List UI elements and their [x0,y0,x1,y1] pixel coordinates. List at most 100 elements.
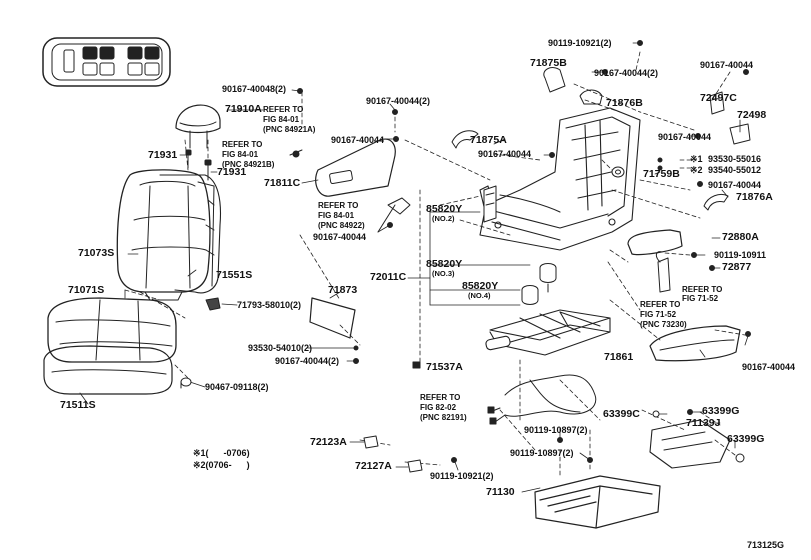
headrest-71910a [175,104,221,149]
part-71130: 71130 [486,486,515,498]
cap-72127a [407,459,423,473]
part-90167-40044-2b: 90167-40044(2) [366,96,431,106]
refer-82191-3: (PNC 82191) [420,413,467,422]
seat-cushion-pad-71511s [43,345,173,395]
refer-82191-2: FIG 82-02 [420,403,457,412]
part-71511s: 71511S [60,399,96,411]
part-85820y-no4-qual: (NO.4) [468,291,491,300]
refer-84921b-3: (PNC 84921B) [222,160,275,169]
seat-adjuster-track [485,309,611,356]
refer-73230-3: (PNC 73230) [640,320,687,329]
part-72880a: 72880A [722,231,759,243]
part-71071s: 71071S [68,284,105,296]
part-90119-10921-top: 90119-10921(2) [548,38,612,48]
part-63399g-2: 63399G [727,433,765,445]
part-90167-40044-tr: 90167-40044 [700,60,754,70]
part-90167-40044-2c: 90167-40044(2) [275,356,340,366]
part-71793-58010: 71793-58010(2) [237,300,302,310]
part-71876b: 71876B [606,97,643,109]
refer-84922-2: FIG 84-01 [318,211,355,220]
tray-71130 [534,475,661,529]
part-72123a: 72123A [310,436,347,448]
cover-71139j [649,410,731,469]
part-85820y-no3: 85820Y [426,258,463,270]
refer-84921a-3: (PNC 84921A) [263,125,316,134]
part-90167-40044-c: 90167-40044 [478,149,532,159]
side-cover-71861 [649,325,741,362]
part-63399c: 63399C [603,408,640,420]
seatback-cover-71073s [116,169,211,301]
part-85820y-no2: 85820Y [426,203,463,215]
hinge-cover-71875b [543,67,566,93]
part-71139j: 71139J [686,417,721,429]
part-90167-40044-m: 90167-40044 [658,132,712,142]
bushing-71759b [611,166,625,178]
part-90167-40044-b: 90167-40044 [742,362,796,372]
part-85820y-no3-qual: (NO.3) [432,269,455,278]
part-93530-55016: 93530-55016 [708,154,762,164]
part-71910a: 71910A [225,103,262,115]
refer-84921a-1: REFER TO [263,105,304,114]
part-90119-10897-a: 90119-10897(2) [524,425,588,435]
part-90167-40044-2a: 90167-40044(2) [594,68,659,78]
part-90119-10911: 90119-10911 [714,250,767,260]
cap-72123a [363,435,379,449]
seat-cushion-cover-71071s [47,297,177,363]
seat-frame-assembly [479,107,641,251]
part-90467-09118: 90467-09118(2) [205,382,269,392]
part-71875a: 71875A [470,134,507,146]
part-71551s: 71551S [216,269,253,281]
part-72498: 72498 [737,109,767,121]
motor-85820y-no2 [483,185,497,223]
refer-82191-1: REFER TO [420,393,461,402]
diagram-code: 713125G [747,540,785,550]
refer-84921a-2: FIG 84-01 [263,115,300,124]
refer-84921b-1: REFER TO [222,140,263,149]
part-71931-a: 71931 [148,149,178,161]
part-90167-40048: 90167-40048(2) [222,84,287,94]
part-90167-40044-r: 90167-40044 [331,135,385,145]
refer-73230-2: FIG 71-52 [640,310,677,319]
headrest-guide-71931 [185,149,212,181]
bracket-72497c [709,91,725,115]
part-72127a: 72127A [355,460,392,472]
bracket-72498 [729,123,751,145]
part-71873: 71873 [328,284,358,296]
part-85820y-no2-qual: (NO.2) [432,214,455,223]
hinge-cover-71876a [703,193,729,211]
wire-harness [487,374,597,425]
refer-71-52-2: FIG 71-52 [682,294,719,303]
part-71931-b: 71931 [217,166,247,178]
refer-84922-1: REFER TO [318,201,359,210]
note-2: ※2(0706- ) [193,460,250,470]
seatback-frame-71551s [159,174,222,294]
vehicle-seat-locator-icon [42,37,171,87]
bolt-icons [297,40,751,463]
part-71876a: 71876A [736,191,773,203]
part-71875b: 71875B [530,57,567,69]
part-93540-55012: 93540-55012 [708,165,762,175]
refer-73230-1: REFER TO [640,300,681,309]
part-71811c: 71811C [264,177,301,189]
clip-71793-58010 [205,297,221,311]
reclining-handle [655,251,671,293]
refer-84921b-2: FIG 84-01 [222,150,259,159]
part-63399g-1: 63399G [702,405,740,417]
note-mark-1: ※1 [690,154,703,164]
part-85820y-no4: 85820Y [462,280,499,292]
part-90119-10921-b: 90119-10921(2) [430,471,494,481]
side-trim-71873 [309,297,356,339]
motor-85820y-no3 [539,263,557,293]
clip-71537a [412,361,421,369]
refer-71-52-1: REFER TO [682,285,723,294]
hinge-cover-71875a [451,130,479,149]
part-93530-54010: 93530-54010(2) [248,343,313,353]
motor-85820y-no4 [521,285,539,305]
part-72497c: 72497C [700,92,737,104]
part-72011c: 72011C [370,271,407,283]
part-71537a: 71537A [426,361,463,373]
note-mark-2: ※2 [690,165,703,175]
note-1: ※1( -0706) [193,448,250,458]
